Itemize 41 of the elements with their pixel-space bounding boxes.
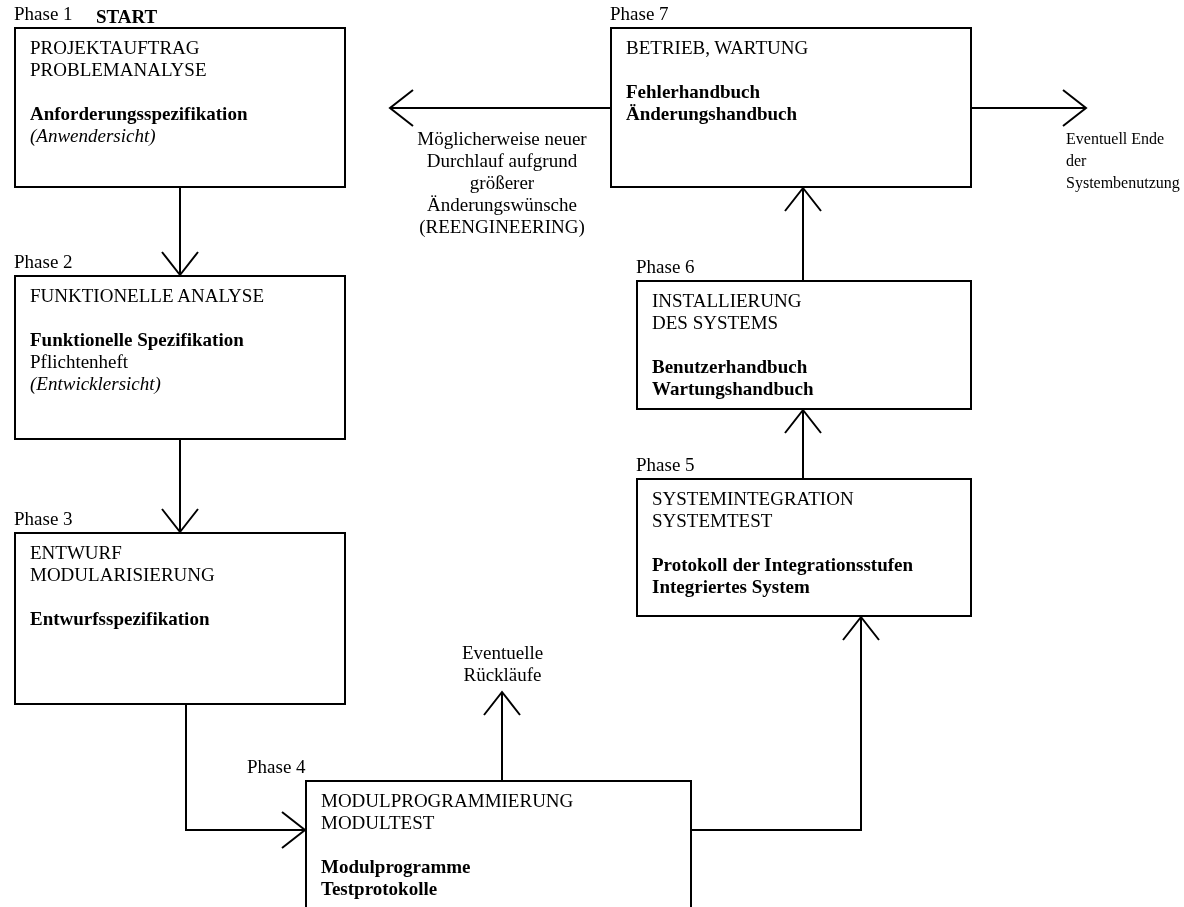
deliverables-text: Funktionelle Spezifikation Pflichtenheft (Entwicklersicht) <box>30 329 245 395</box>
phase-title: ENTWURF MODULARISIERUNG <box>30 542 215 586</box>
arrow <box>161 187 199 276</box>
phase-box <box>305 780 692 907</box>
deliverables-text: Entwurfsspezifikation <box>30 608 211 630</box>
arrow <box>784 187 822 281</box>
phase-number: Phase 4 <box>247 756 306 778</box>
arrow <box>389 89 611 127</box>
start-label: START <box>96 6 158 28</box>
deliverables-text: Modulprogramme Testprotokolle <box>321 856 471 900</box>
phase-box <box>636 280 972 410</box>
phase-number: Phase 3 <box>14 508 73 530</box>
arrow <box>483 691 521 781</box>
arrow <box>185 704 306 849</box>
phase-title: PROJEKTAUFTRAG PROBLEMANALYSE <box>30 37 207 81</box>
phase-number: Phase 7 <box>610 3 669 25</box>
deliverables-text: Anforderungsspezifikation (Anwendersicht) <box>30 103 248 147</box>
phase-box <box>14 275 346 440</box>
phase-title: FUNKTIONELLE ANALYSE <box>30 285 265 307</box>
phase-box <box>14 532 346 705</box>
deliverables-text: Protokoll der Integrationsstufen Integriertes System <box>652 554 915 598</box>
arrow <box>784 409 822 479</box>
arrow <box>691 616 880 831</box>
phase-title: SYSTEMINTEGRATION SYSTEMTEST <box>652 488 854 532</box>
edge-label: Eventuelle Rückläufe <box>460 642 545 686</box>
edge-label: Möglicherweise neuer Durchlauf aufgrund größerer Änderungswünsche (REENGINEERING) <box>416 128 588 238</box>
phase-title: INSTALLIERUNG DES SYSTEMS <box>652 290 802 334</box>
arrow <box>161 439 199 533</box>
phase-box <box>610 27 972 188</box>
phase-number: Phase 6 <box>636 256 695 278</box>
phase-title: BETRIEB, WARTUNG <box>626 37 810 59</box>
phase-number: Phase 2 <box>14 251 73 273</box>
phase-title: MODULPROGRAMMIERUNG MODULTEST <box>321 790 574 834</box>
phase-box <box>636 478 972 617</box>
deliverables-text: Fehlerhandbuch Änderungshandbuch <box>626 81 798 125</box>
phase-number: Phase 1 <box>14 3 73 25</box>
edge-label: Eventuell Ende der Systembenutzung <box>1066 129 1180 194</box>
arrow <box>971 89 1087 127</box>
phase-number: Phase 5 <box>636 454 695 476</box>
deliverables-text: Benutzerhandbuch Wartungshandbuch <box>652 356 814 400</box>
phase-box <box>14 27 346 188</box>
